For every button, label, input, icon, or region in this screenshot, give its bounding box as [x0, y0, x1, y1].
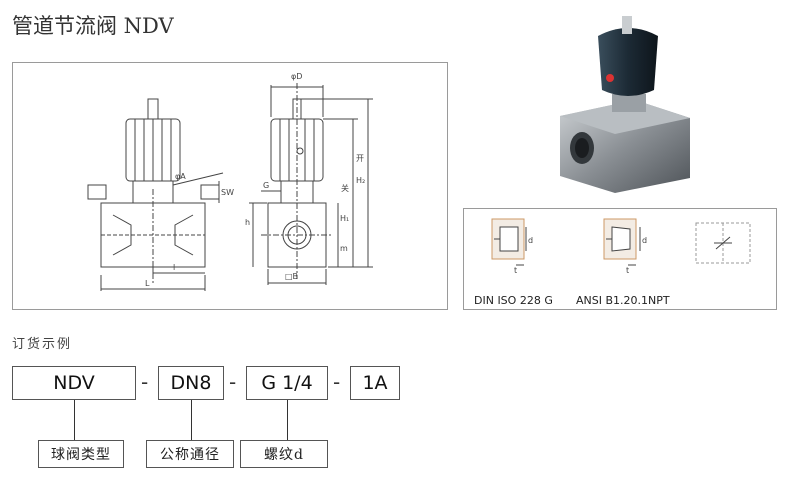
order-code-dn: DN8 [158, 366, 224, 400]
order-desc-type: 球阀类型 [38, 440, 124, 468]
dim-SW: SW [221, 188, 234, 197]
order-dash: - [333, 370, 341, 394]
thread-ansi-d: d [642, 236, 647, 245]
dim-G: G [263, 181, 269, 190]
thread-types-panel: d t d t DIN ISO 228 G ANSI B1.20.1NPT [463, 208, 777, 310]
order-code-variant: 1A [350, 366, 400, 400]
order-dash: - [229, 370, 237, 394]
dim-h: h [245, 218, 250, 227]
dim-l: l [173, 263, 175, 272]
valve-knob [598, 28, 658, 96]
connector-line [191, 400, 192, 440]
thread-din-t: t [514, 266, 517, 275]
dim-open: 开 [356, 154, 364, 163]
page-title: 管道节流阀 NDV [12, 14, 174, 38]
dim-phiA: φA [175, 172, 186, 181]
connector-line [287, 400, 288, 440]
thread-ansi-label: ANSI B1.20.1NPT [576, 294, 670, 307]
dim-B: □B [285, 272, 298, 281]
order-code-thread: G 1/4 [246, 366, 328, 400]
order-desc-thread: 螺纹d [240, 440, 328, 468]
order-example-title: 订货示例 [12, 337, 73, 352]
dim-L: L [145, 279, 150, 288]
technical-drawing: φD φA G SW H₁ H₂ 开 关 h m □B l L [12, 62, 448, 310]
product-photo [540, 8, 715, 193]
thread-din-d: d [528, 236, 533, 245]
dim-phiD: φD [291, 72, 302, 81]
dim-H1: H₁ [340, 214, 349, 223]
order-dash: - [141, 370, 149, 394]
drawing-svg: φD φA G SW H₁ H₂ 开 关 h m □B l L [87, 72, 373, 291]
thread-din-label: DIN ISO 228 G [474, 294, 553, 307]
dim-H2: H₂ [356, 176, 365, 185]
dim-m: m [340, 244, 348, 253]
order-desc-dn: 公称通径 [146, 440, 234, 468]
connector-line [74, 400, 75, 440]
dim-close: 关 [341, 183, 349, 193]
thread-ansi-t: t [626, 266, 629, 275]
order-code-type: NDV [12, 366, 136, 400]
